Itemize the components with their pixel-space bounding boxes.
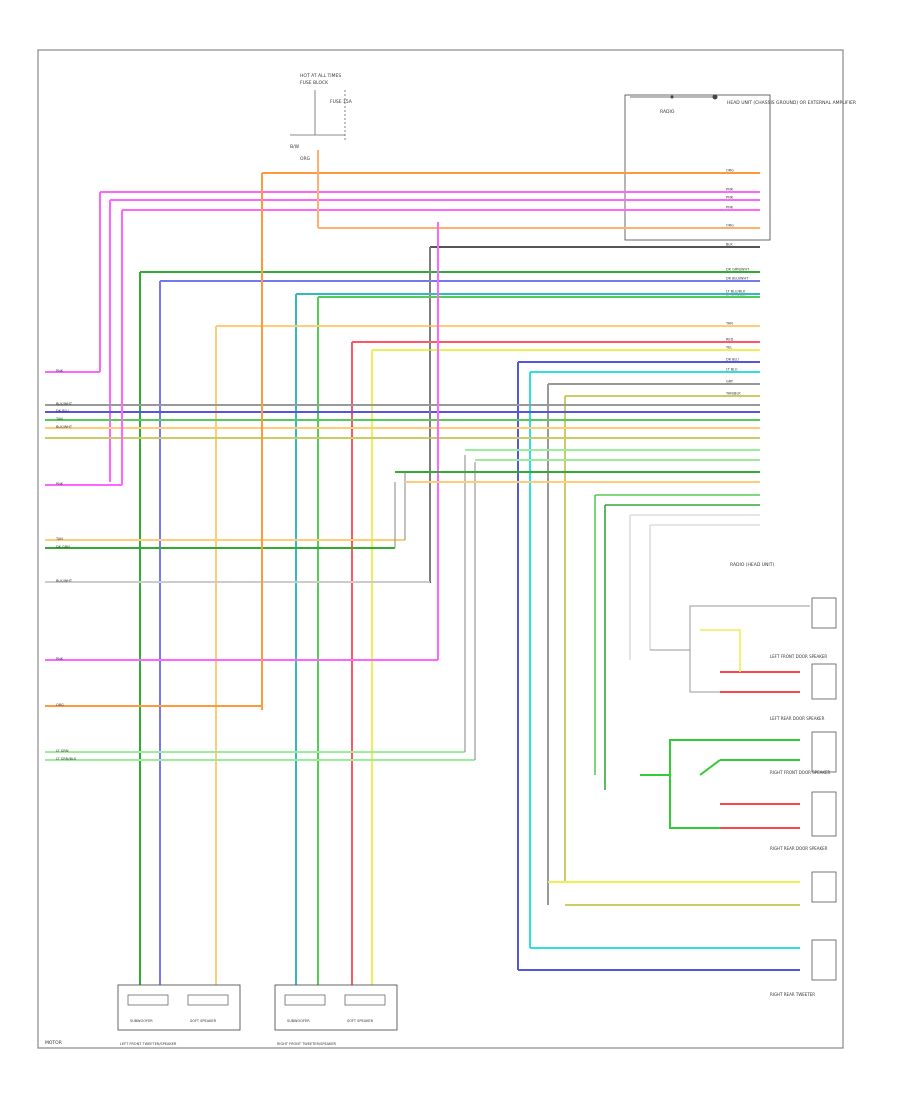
- wire-run: GRY: [547, 380, 760, 905]
- left-edge-label: BLK/WHT: [56, 425, 73, 429]
- wire-label: DK BLU: [726, 358, 739, 362]
- wire-run: LT BLU/BLK: [295, 290, 760, 985]
- wire-run: TAN: [215, 322, 760, 985]
- wire-run: ORG: [318, 224, 760, 229]
- wire-label: DK GRN/WHT: [726, 268, 750, 272]
- sub-label: SOFT SPEAKER: [190, 1019, 217, 1023]
- wire-run: DK BLU: [517, 358, 760, 970]
- top-right-note: HEAD UNIT (CHASSIS GROUND) OR EXTERNAL A…: [727, 100, 856, 106]
- left-edge-label: DK GRN: [56, 545, 70, 549]
- speaker-connector: [811, 939, 837, 981]
- left-edge-label: BLK/WHT: [56, 402, 73, 406]
- footer-label: MOTOR: [45, 1040, 62, 1046]
- speaker-label: LEFT FRONT DOOR SPEAKER: [770, 654, 827, 659]
- wire-label: PNK: [726, 206, 734, 210]
- wire-label: GRY: [726, 380, 734, 384]
- right-components: LEFT FRONT DOOR SPEAKER RIGHT FRONT DOOR …: [770, 597, 837, 997]
- speaker-connector: [811, 791, 837, 837]
- fuse-note: FUSE 15A: [330, 99, 353, 105]
- wire-run: DK GRN/WHT: [139, 268, 760, 985]
- wire-label: LT BLU/BLK: [726, 290, 746, 294]
- right-module-labels: RADIO (HEAD UNIT): [730, 562, 774, 568]
- left-edge-label: TAN: [55, 537, 63, 541]
- speaker-component: LEFT REAR DOOR SPEAKER: [770, 716, 825, 721]
- left-edge-label: ORG: [56, 703, 64, 707]
- bottom-component-label: RIGHT FRONT TWEETER/SPEAKER: [277, 1042, 337, 1046]
- bottom-speaker-assembly: SUBWOOFER SOFT SPEAKER RIGHT FRONT TWEETER…: [274, 984, 398, 1046]
- splice-label: ORG: [300, 156, 311, 162]
- bottom-component-label: LEFT FRONT TWEETER/SPEAKER: [120, 1042, 177, 1046]
- wire-label: ORG: [726, 169, 734, 173]
- wire-run: RED: [351, 338, 760, 985]
- sub-label: SUBWOOFER: [287, 1019, 310, 1023]
- speaker-label: RIGHT REAR DOOR SPEAKER: [770, 846, 828, 851]
- wire-run: DK BLU/WHT: [159, 277, 760, 985]
- wire-label: TAN/BLK: [725, 392, 741, 396]
- wire-run: PNK: [109, 196, 760, 482]
- fuse-block-label: HOT AT ALL TIMES: [300, 73, 341, 79]
- wire-label: DK BLU/WHT: [726, 277, 749, 281]
- speaker-connector: [811, 663, 837, 700]
- left-edge-label: PNK: [56, 369, 64, 373]
- wire-run: YEL: [371, 346, 760, 985]
- left-edge-label: BLK/WHT: [56, 579, 73, 583]
- sub-label: SUBWOOFER: [130, 1019, 153, 1023]
- speaker-connector: [811, 871, 837, 903]
- fuse-name-label: FUSE BLOCK: [300, 80, 329, 86]
- wires-group: ORG PNK PNK PNK ORG BLK DK GRN/WHT DK BLU/WHT LT…: [45, 150, 810, 985]
- fuse-block-area: HOT AT ALL TIMES FUSE BLOCK FUSE 15A B/W…: [290, 73, 353, 162]
- wire-label: YEL: [726, 346, 732, 350]
- wire-run: LT BLU: [529, 368, 760, 948]
- speaker-component: LEFT FRONT DOOR SPEAKER: [770, 654, 827, 659]
- right-module-label: RADIO (HEAD UNIT): [730, 562, 774, 568]
- left-edge-label: DK BLU: [56, 409, 69, 413]
- wire-label: ORG: [726, 224, 734, 228]
- left-edge-label: LT GRN: [56, 749, 69, 753]
- left-edge-labels: PNK BLK/WHT DK BLU TAN BLK/WHT PNK TAN DK GRN BL…: [55, 369, 77, 761]
- speaker-label: RIGHT FRONT DOOR SPEAKER: [770, 770, 831, 775]
- wire-label: RED: [726, 338, 734, 342]
- speaker-label: LEFT REAR DOOR SPEAKER: [770, 716, 825, 721]
- wire-run: TAN/BLK: [564, 392, 760, 882]
- wire-label: TAN: [725, 322, 733, 326]
- speaker-component: RIGHT REAR DOOR SPEAKER: [770, 846, 828, 851]
- left-edge-label: LT GRN/BLK: [56, 757, 77, 761]
- bottom-components: SUBWOOFER SOFT SPEAKER LEFT FRONT TWEETER/…: [117, 984, 398, 1046]
- speaker-component: RIGHT FRONT DOOR SPEAKER: [770, 770, 831, 775]
- speaker-label: RIGHT REAR TWEETER: [770, 992, 815, 997]
- wire-label: PNK: [726, 188, 734, 192]
- wire-label: BLK: [726, 243, 733, 247]
- top-right-module: HEAD UNIT (CHASSIS GROUND) OR EXTERNAL A…: [624, 94, 856, 241]
- left-edge-label: TAN: [55, 417, 63, 421]
- left-edge-label: PNK: [56, 482, 64, 486]
- left-note: B/W: [290, 144, 300, 150]
- speaker-component: RIGHT REAR TWEETER: [770, 992, 815, 997]
- left-edge-label: PNK: [56, 657, 64, 661]
- bottom-speaker-assembly: SUBWOOFER SOFT SPEAKER LEFT FRONT TWEETER/…: [117, 984, 241, 1046]
- sub-label: SOFT SPEAKER: [347, 1019, 374, 1023]
- wire-label: LT BLU: [726, 368, 738, 372]
- speaker-connector: [811, 597, 837, 629]
- speaker-connector: [811, 731, 837, 773]
- svg-text:RADIO: RADIO: [660, 109, 675, 115]
- wire-label: PNK: [726, 196, 734, 200]
